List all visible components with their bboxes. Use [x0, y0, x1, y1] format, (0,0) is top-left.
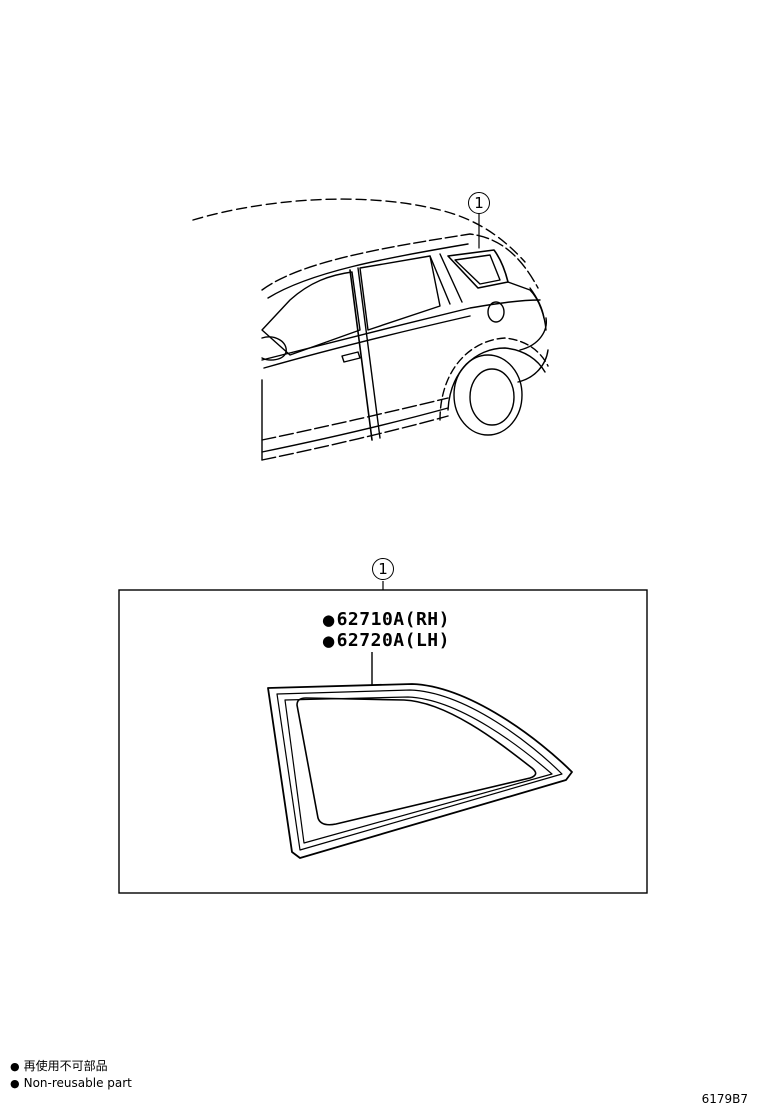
- callout-upper: 1: [468, 192, 490, 214]
- bullet-icon: ●: [10, 1060, 20, 1073]
- quarter-glass: [267, 683, 573, 859]
- diagram-code: 6179B7: [701, 1092, 748, 1106]
- callout-lower: 1: [372, 558, 394, 580]
- legend-text: 再使用不可部品: [23, 1059, 108, 1073]
- non-reusable-bullet-icon: ●: [322, 632, 336, 650]
- legend-japanese: ●再使用不可部品: [10, 1058, 108, 1075]
- part-number-text: 62710A(RH): [336, 609, 450, 630]
- bullet-icon: ●: [10, 1077, 20, 1090]
- part-number-lh: ●62720A(LH): [322, 631, 450, 651]
- part-number-text: 62720A(LH): [336, 630, 450, 651]
- legend-text: Non-reusable part: [23, 1076, 132, 1090]
- legend-english: ●Non-reusable part: [10, 1075, 132, 1092]
- part-number-rh: ●62710A(RH): [322, 610, 450, 630]
- non-reusable-bullet-icon: ●: [322, 611, 336, 629]
